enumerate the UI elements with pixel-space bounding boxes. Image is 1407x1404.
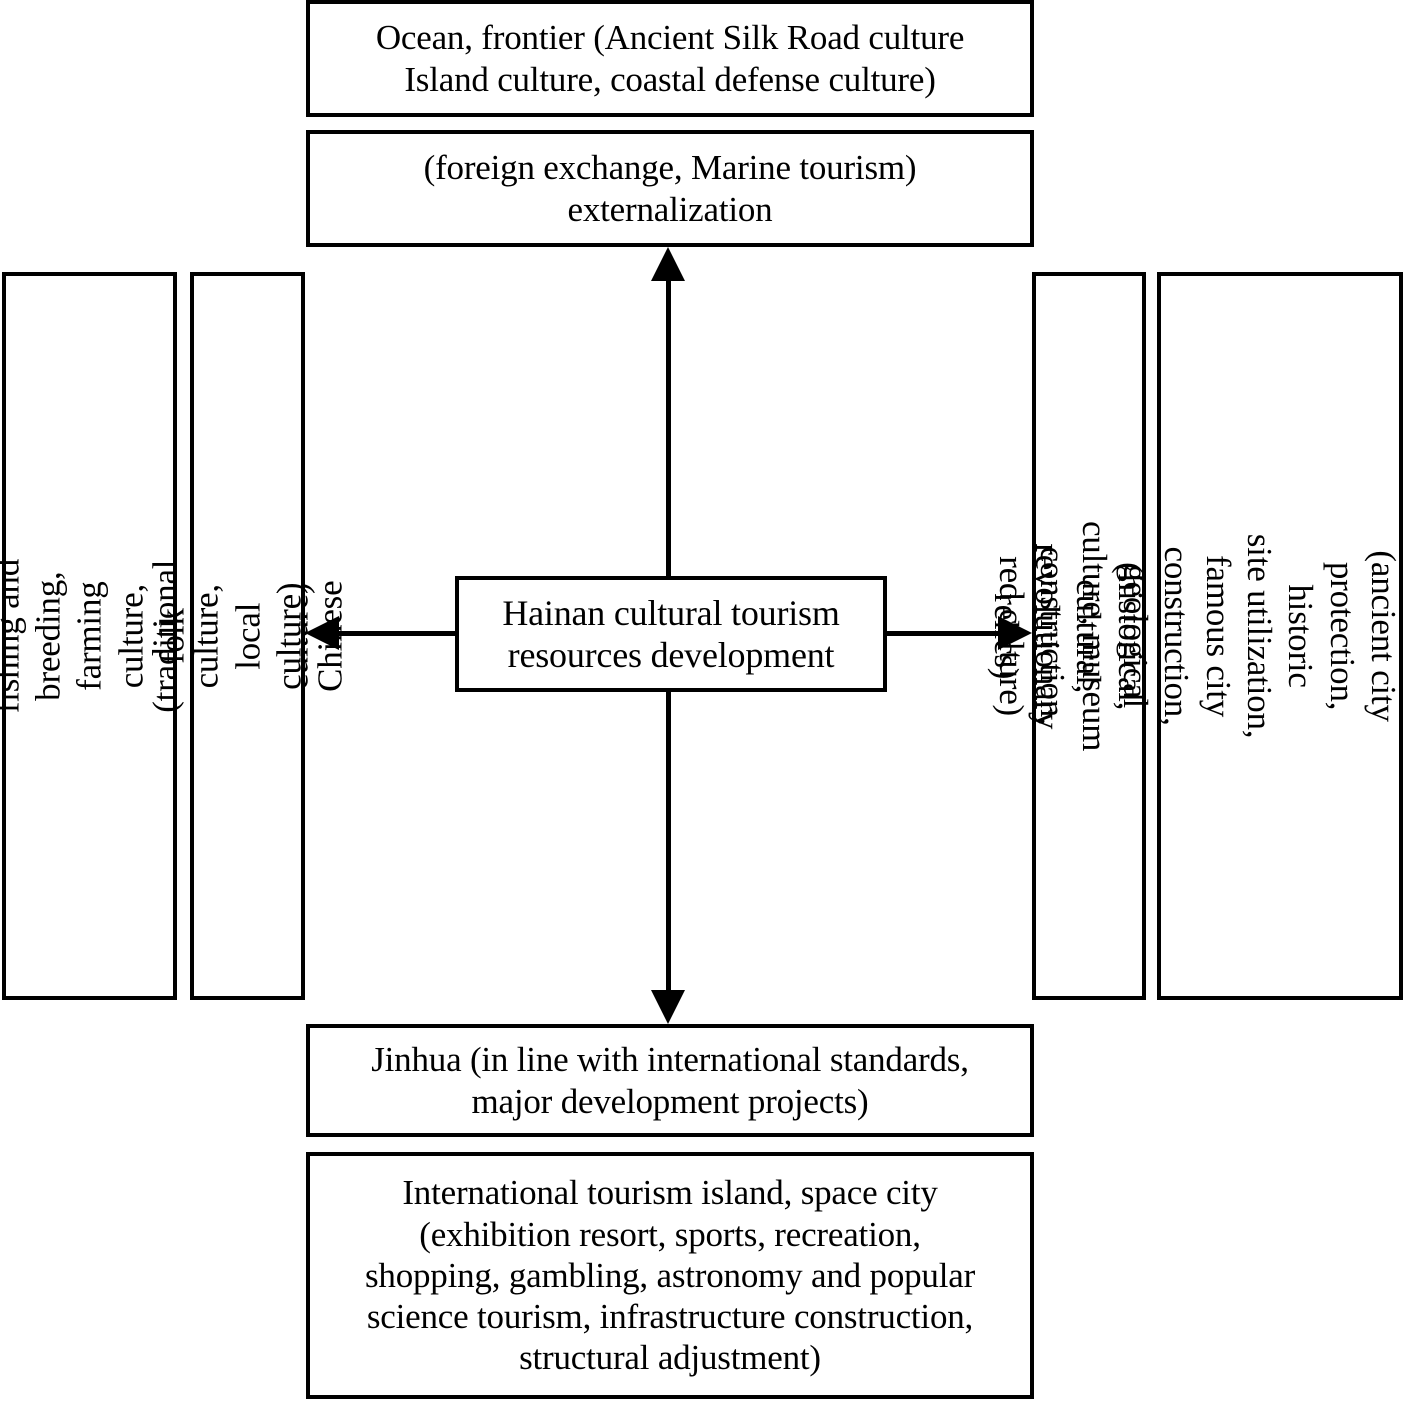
box-bottom-inner-label: Jinhua (in line with international stand… [371, 1040, 969, 1121]
box-bottom-outer-label: International tourism island, space city… [364, 1173, 976, 1378]
box-bottom-inner: Jinhua (in line with international stand… [306, 1024, 1034, 1137]
arrow-left-line [339, 631, 456, 636]
box-left-outer: Rural areas (ecological culture, fishing… [0, 272, 315, 1000]
box-center-label: Hainan cultural tourism resources develo… [502, 592, 840, 675]
box-top-inner: (foreign exchange, Marine tourism) exter… [306, 130, 1034, 247]
box-center-hainan-cultural-tourism: Hainan cultural tourism resources develo… [455, 576, 887, 692]
box-bottom-outer: International tourism island, space city… [306, 1152, 1034, 1399]
box-left-inner: (traditional culture, local culture) Chi… [145, 272, 349, 1000]
arrow-up-line [666, 281, 671, 577]
box-top-inner-label: (foreign exchange, Marine tourism) exter… [423, 148, 917, 229]
box-right-inner: Ancient (historical, cultural, revolutio… [987, 272, 1191, 1000]
arrow-down-head-icon [651, 990, 685, 1024]
box-top-outer-label: Ocean, frontier (Ancient Silk Road cultu… [375, 18, 965, 99]
box-top-outer: Ocean, frontier (Ancient Silk Road cultu… [306, 0, 1034, 117]
arrow-right-head-icon [998, 616, 1032, 650]
arrow-up-head-icon [651, 247, 685, 281]
box-right-outer: Historical monuments Revolutionary monum… [992, 272, 1407, 1000]
arrow-right-line [887, 631, 998, 636]
box-right-outer-label: Historical monuments Revolutionary monum… [992, 520, 1407, 752]
arrow-left-head-icon [305, 616, 339, 650]
arrow-down-line [666, 692, 671, 990]
